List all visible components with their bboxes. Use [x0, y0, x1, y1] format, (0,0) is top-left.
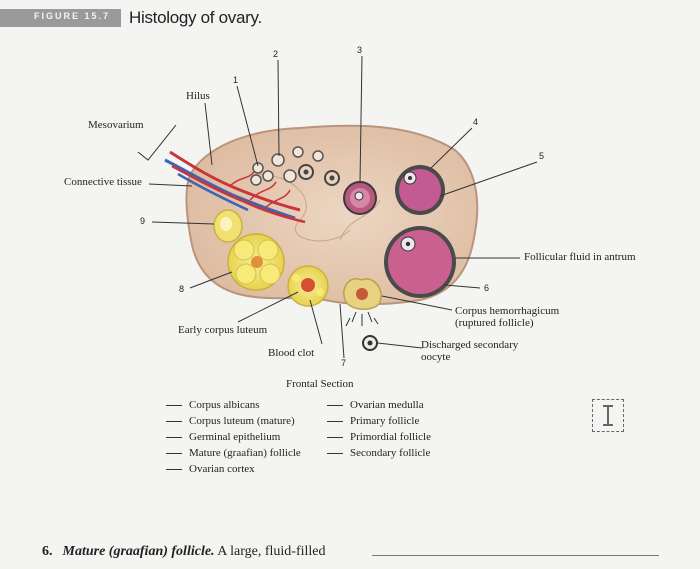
- answer-blank[interactable]: [166, 469, 182, 470]
- mature-graafian-follicle: [384, 226, 456, 298]
- answer-blank[interactable]: [327, 437, 343, 438]
- key-item[interactable]: Primordial follicle: [327, 431, 431, 444]
- answer-blank[interactable]: [166, 405, 182, 406]
- key-item[interactable]: Germinal epithelium: [166, 431, 280, 444]
- question-text: A large, fluid-filled: [217, 544, 326, 559]
- corpus-albicans: [213, 209, 243, 243]
- callout-8: 8: [179, 284, 185, 294]
- answer-blank[interactable]: [166, 453, 182, 454]
- label-connective-tissue: Connective tissue: [64, 176, 142, 188]
- figure-badge-text: FIGURE 15.7: [34, 11, 111, 21]
- text-cursor-icon: [592, 399, 624, 432]
- corpus-hemorrhagicum: [343, 278, 382, 327]
- key-item[interactable]: Mature (graafian) follicle: [166, 447, 301, 460]
- early-corpus-luteum: [287, 265, 329, 307]
- key-item[interactable]: Primary follicle: [327, 415, 419, 428]
- answer-blank[interactable]: [166, 421, 182, 422]
- primordial-follicles: [250, 146, 324, 186]
- key-item[interactable]: Ovarian medulla: [327, 399, 424, 412]
- discharged-oocyte: [362, 335, 378, 351]
- answer-blank[interactable]: [166, 437, 182, 438]
- primary-follicles: [298, 164, 340, 186]
- key-item[interactable]: Corpus albicans: [166, 399, 260, 412]
- label-early-corpus-luteum: Early corpus luteum: [178, 324, 268, 336]
- leader-lines: [148, 55, 538, 359]
- key-item[interactable]: Secondary follicle: [327, 447, 430, 460]
- corpus-luteum-mature: [227, 233, 285, 291]
- figure-badge: FIGURE 15.7: [0, 9, 121, 27]
- callout-7: 7: [341, 358, 347, 368]
- label-blood-clot: Blood clot: [268, 347, 315, 359]
- mesovarium-bracket: [137, 124, 177, 161]
- vesicular-follicle: [395, 165, 445, 215]
- label-corpus-hemorrhagicum: Corpus hemorrhagicum: [455, 305, 560, 317]
- figure-title: Histology of ovary.: [129, 8, 262, 27]
- callout-1: 1: [233, 75, 239, 85]
- answer-line[interactable]: [372, 555, 659, 556]
- answer-blank[interactable]: [327, 405, 343, 406]
- callout-4: 4: [473, 117, 479, 127]
- label-mesovarium: Mesovarium: [88, 119, 144, 131]
- question-6: 6. Mature (graafian) follicle. A large, f…: [42, 544, 326, 560]
- label-corpus-hemorrhagicum-sub: (ruptured follicle): [455, 317, 534, 329]
- question-number: 6.: [42, 544, 53, 559]
- key-item[interactable]: Corpus luteum (mature): [166, 415, 295, 428]
- secondary-follicle: [343, 181, 377, 215]
- hilus-vessels: [164, 150, 306, 224]
- callout-2: 2: [273, 49, 279, 59]
- question-term: Mature (graafian) follicle.: [62, 544, 215, 559]
- medulla-texture-2: [339, 199, 381, 241]
- key-item[interactable]: Ovarian cortex: [166, 463, 255, 476]
- label-hilus: Hilus: [186, 90, 210, 102]
- label-frontal-section: Frontal Section: [286, 378, 354, 390]
- label-follicular-fluid: Follicular fluid in antrum: [524, 251, 636, 263]
- label-discharged-oocyte: Discharged secondary: [421, 339, 519, 351]
- answer-blank[interactable]: [327, 453, 343, 454]
- label-discharged-oocyte-sub: oocyte: [421, 351, 451, 363]
- callout-9: 9: [140, 216, 146, 226]
- callout-6: 6: [484, 283, 490, 293]
- answer-blank[interactable]: [327, 421, 343, 422]
- callout-3: 3: [357, 45, 363, 55]
- callout-5: 5: [539, 151, 545, 161]
